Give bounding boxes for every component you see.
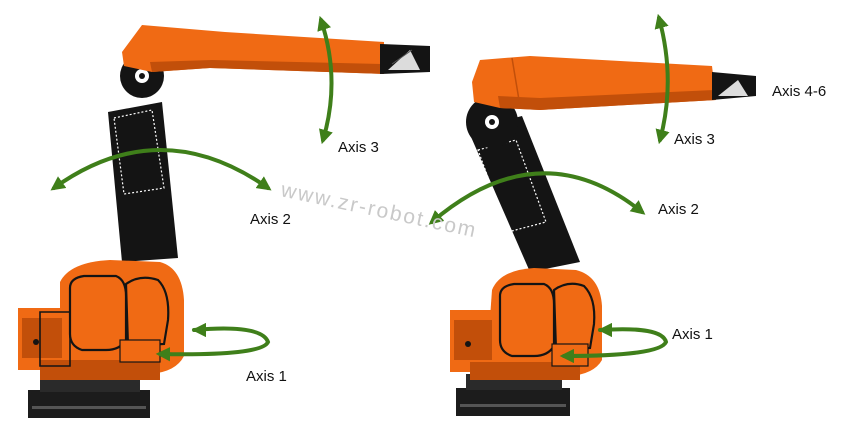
right-axis3-arrow [654,13,670,145]
right-robot-base [456,374,570,416]
right-axis3-label: Axis 3 [674,131,715,148]
right-robot-housing [450,268,602,380]
right-robot-lower-arm [466,96,580,272]
right-axis1-arrow [559,322,669,364]
left-robot-base [28,378,150,418]
right-axis2-arrow [428,171,646,225]
right-robot [450,56,756,416]
left-axis2-arrow [50,148,272,191]
left-robot-upper-arm [122,25,430,74]
left-axis1-arrow [155,322,271,362]
right-axis1-label: Axis 1 [672,326,713,343]
left-axis2-label: Axis 2 [250,211,291,228]
left-axis3-arrow [317,15,334,145]
left-axis3-label: Axis 3 [338,139,379,156]
left-robot-lower-arm [108,54,178,262]
left-robot-housing [18,260,184,380]
right-axis46-label: Axis 4-6 [772,83,826,100]
right-axis2-label: Axis 2 [658,201,699,218]
left-robot [18,25,430,418]
left-axis1-label: Axis 1 [246,368,287,385]
right-robot-upper-arm [472,56,756,110]
